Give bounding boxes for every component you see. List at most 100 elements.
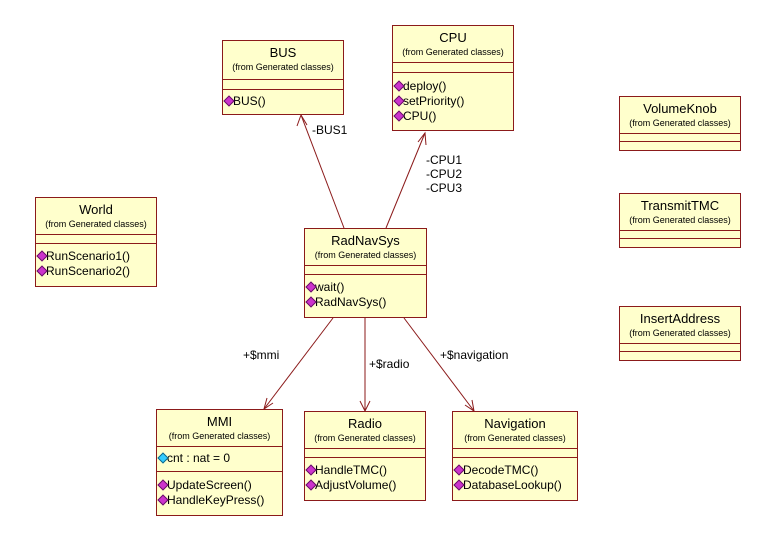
attributes-compartment: [620, 231, 740, 239]
operations-compartment: deploy() setPriority() CPU(): [393, 73, 513, 124]
operations-compartment: HandleTMC() AdjustVolume(): [305, 458, 425, 493]
operation-row[interactable]: deploy(): [393, 79, 513, 94]
class-transmittmc[interactable]: TransmitTMC (from Generated classes): [619, 193, 741, 248]
operation-row[interactable]: UpdateScreen(): [157, 478, 282, 493]
operation-row[interactable]: HandleTMC(): [305, 463, 425, 478]
class-header: VolumeKnob (from Generated classes): [620, 97, 740, 134]
class-cpu[interactable]: CPU (from Generated classes) deploy() se…: [392, 25, 514, 131]
class-name: CPU: [439, 30, 467, 45]
operation-row[interactable]: setPriority(): [393, 94, 513, 109]
class-header: InsertAddress (from Generated classes): [620, 307, 740, 344]
attributes-compartment: cnt : nat = 0: [157, 447, 282, 472]
operation-row[interactable]: HandleKeyPress(): [157, 493, 282, 508]
role-label-cpu1: -CPU1: [426, 153, 463, 167]
class-name: InsertAddress: [639, 311, 721, 326]
operations-compartment: RunScenario1() RunScenario2(): [36, 244, 156, 279]
class-name: RadNavSys: [331, 233, 400, 248]
role-label-bus1: -BUS1: [312, 123, 348, 137]
operations-compartment: DecodeTMC() DatabaseLookup(): [453, 458, 577, 493]
class-radio[interactable]: Radio (from Generated classes) HandleTMC…: [304, 411, 426, 501]
attributes-compartment: [305, 449, 425, 458]
class-stereotype: (from Generated classes): [314, 250, 417, 260]
assoc-line-mmi[interactable]: [263, 317, 334, 410]
operation-row[interactable]: wait(): [305, 280, 426, 295]
class-header: Navigation (from Generated classes): [453, 412, 577, 449]
class-mmi[interactable]: MMI (from Generated classes) cnt : nat =…: [156, 409, 283, 516]
role-label-cpu3: -CPU3: [426, 181, 463, 195]
operation-row[interactable]: DecodeTMC(): [453, 463, 577, 478]
class-insertaddress[interactable]: InsertAddress (from Generated classes): [619, 306, 741, 361]
operation-row[interactable]: BUS(): [223, 94, 343, 109]
operation-label: HandleTMC(): [315, 463, 388, 477]
operation-row[interactable]: AdjustVolume(): [305, 478, 425, 493]
assoc-line-cpu[interactable]: [385, 132, 426, 229]
role-label-cpu2: -CPU2: [426, 167, 463, 181]
attribute-row[interactable]: cnt : nat = 0: [157, 451, 282, 466]
operation-label: RadNavSys(): [315, 295, 387, 309]
operations-compartment: wait() RadNavSys(): [305, 275, 426, 310]
role-label-radio: +$radio: [369, 357, 410, 371]
operation-row[interactable]: CPU(): [393, 109, 513, 124]
class-stereotype: (from Generated classes): [629, 328, 731, 338]
operation-row[interactable]: RadNavSys(): [305, 295, 426, 310]
class-header: Radio (from Generated classes): [305, 412, 425, 449]
attributes-compartment: [620, 134, 740, 142]
operation-row[interactable]: DatabaseLookup(): [453, 478, 577, 493]
class-stereotype: (from Generated classes): [168, 431, 271, 441]
class-volumeknob[interactable]: VolumeKnob (from Generated classes): [619, 96, 741, 151]
class-header: CPU (from Generated classes): [393, 26, 513, 63]
class-name: BUS: [269, 45, 297, 60]
operation-row[interactable]: RunScenario1(): [36, 249, 156, 264]
operation-label: AdjustVolume(): [315, 478, 397, 492]
class-world[interactable]: World (from Generated classes) RunScenar…: [35, 197, 157, 287]
class-stereotype: (from Generated classes): [629, 118, 731, 128]
class-header: RadNavSys (from Generated classes): [305, 229, 426, 266]
class-header: MMI (from Generated classes): [157, 410, 282, 447]
assoc-line-navigation[interactable]: [403, 317, 475, 412]
operation-label: wait(): [315, 280, 345, 294]
operation-label: setPriority(): [403, 94, 465, 108]
class-name: VolumeKnob: [643, 101, 717, 116]
class-bus[interactable]: BUS (from Generated classes) BUS(): [222, 40, 344, 115]
class-navigation[interactable]: Navigation (from Generated classes) Deco…: [452, 411, 578, 501]
class-stereotype: (from Generated classes): [402, 47, 504, 57]
attributes-compartment: [453, 449, 577, 458]
class-header: BUS (from Generated classes): [223, 41, 343, 80]
attributes-compartment: [620, 344, 740, 352]
operation-row[interactable]: RunScenario2(): [36, 264, 156, 279]
class-name: World: [79, 202, 113, 217]
attributes-compartment: [305, 266, 426, 275]
class-name: Navigation: [484, 416, 546, 431]
operation-label: HandleKeyPress(): [167, 493, 265, 507]
attributes-compartment: [36, 235, 156, 244]
operation-label: RunScenario1(): [46, 249, 131, 263]
assoc-arrowhead-bus: [296, 113, 308, 127]
class-stereotype: (from Generated classes): [45, 219, 147, 229]
class-name: TransmitTMC: [640, 198, 720, 213]
operations-compartment: UpdateScreen() HandleKeyPress(): [157, 472, 282, 508]
attributes-compartment: [393, 63, 513, 73]
class-stereotype: (from Generated classes): [464, 433, 566, 443]
class-radnavsys[interactable]: RadNavSys (from Generated classes) wait(…: [304, 228, 427, 318]
operation-label: BUS(): [233, 94, 266, 108]
class-stereotype: (from Generated classes): [314, 433, 416, 443]
operation-label: DecodeTMC(): [463, 463, 539, 477]
role-label-navigation: +$navigation: [440, 348, 509, 362]
class-name: Radio: [348, 416, 382, 431]
operation-label: UpdateScreen(): [167, 478, 252, 492]
assoc-arrowhead-cpu: [417, 131, 427, 146]
operation-label: CPU(): [403, 109, 437, 123]
operations-compartment: BUS(): [223, 90, 343, 109]
class-stereotype: (from Generated classes): [232, 62, 334, 72]
role-label-mmi: +$mmi: [243, 348, 280, 362]
attribute-label: cnt : nat = 0: [167, 451, 231, 465]
attributes-compartment: [223, 80, 343, 90]
class-name: MMI: [206, 414, 233, 429]
operation-label: RunScenario2(): [46, 264, 131, 278]
assoc-line-bus[interactable]: [300, 114, 345, 229]
class-stereotype: (from Generated classes): [629, 215, 731, 225]
class-header: World (from Generated classes): [36, 198, 156, 235]
class-header: TransmitTMC (from Generated classes): [620, 194, 740, 231]
operation-label: DatabaseLookup(): [463, 478, 562, 492]
